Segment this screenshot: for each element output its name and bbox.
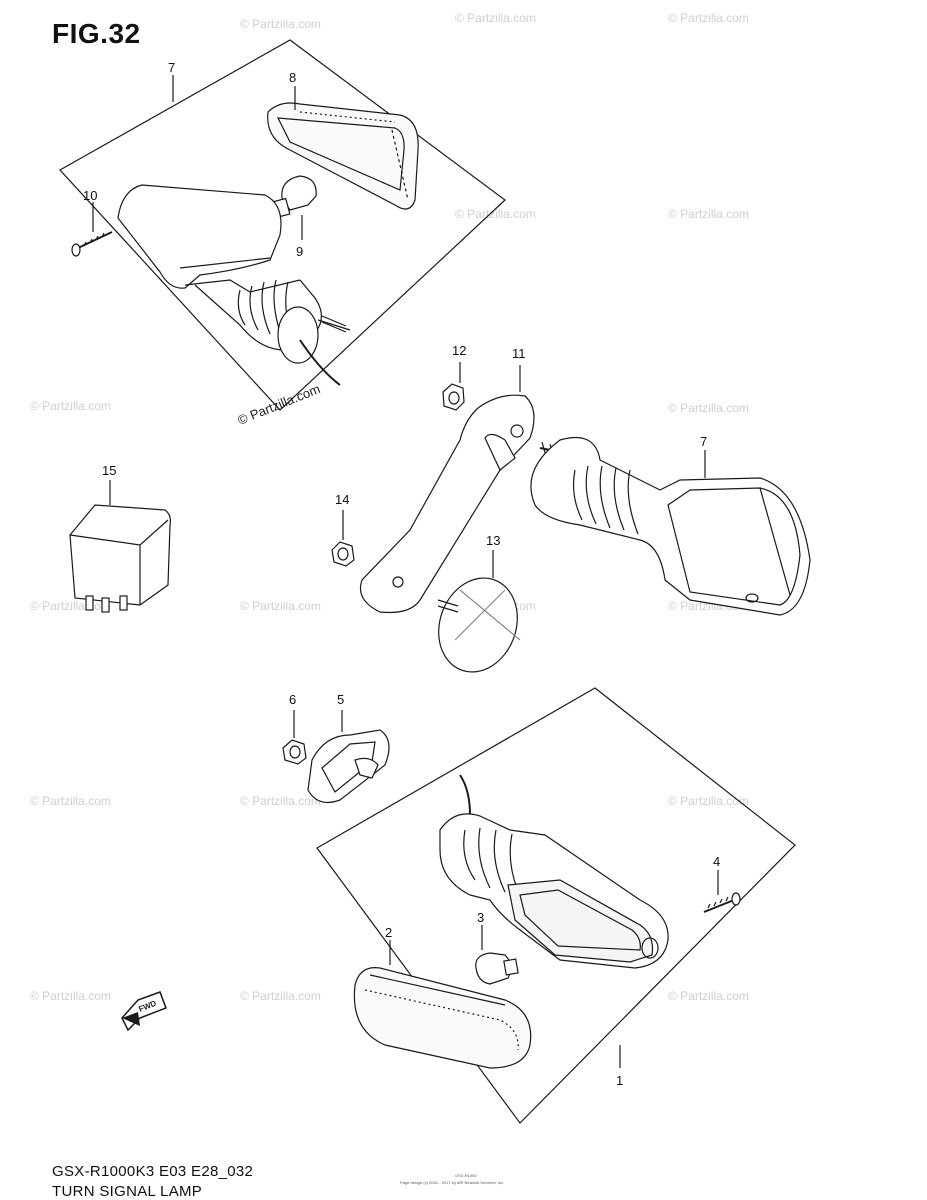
watermark-layer: © Partzilla.com © Partzilla.com © Partzi… <box>30 11 749 1003</box>
cap-13 <box>437 550 521 673</box>
watermark-text-dark: © Partzilla.com <box>236 381 323 428</box>
callout-11: 11 <box>512 346 526 361</box>
watermark-text: © Partzilla.com <box>30 989 111 1003</box>
watermark-text: © Partzilla.com <box>668 11 749 25</box>
callout-9: 9 <box>296 244 303 259</box>
callout-15: 15 <box>102 463 116 478</box>
lens-8 <box>267 102 419 210</box>
lamp-assembly-rear-right <box>530 436 811 616</box>
lamp-assembly-rear-left <box>59 39 506 411</box>
bracket-11 <box>359 365 535 614</box>
watermark-text: © Partzilla.com <box>668 401 749 415</box>
callout-7: 7 <box>168 60 175 75</box>
bulb-9 <box>271 175 317 219</box>
nut-12 <box>442 362 465 411</box>
callout-14: 14 <box>335 492 349 507</box>
watermark-text: © Partzilla.com <box>668 207 749 221</box>
callout-2: 2 <box>385 925 392 940</box>
callout-13: 13 <box>486 533 500 548</box>
watermark-text: © Partzilla.com <box>455 11 536 25</box>
lamp-assembly-front <box>316 687 796 1124</box>
small-print-copyright: Page design (c) 2001 - 2017 by ARI Netwo… <box>400 1180 505 1185</box>
watermark-text: © Partzilla.com <box>30 399 111 413</box>
bulb-3 <box>475 925 519 985</box>
watermark-text: © Partzilla.com <box>240 17 321 31</box>
callout-12: 12 <box>452 343 466 358</box>
callout-8: 8 <box>289 70 296 85</box>
lamp-housing <box>117 184 351 386</box>
gasket-nut-group <box>282 710 390 803</box>
callout-1: 1 <box>616 1073 623 1088</box>
nut-14 <box>331 510 355 567</box>
callout-3: 3 <box>477 910 484 925</box>
callout-6: 6 <box>289 692 296 707</box>
nut-6 <box>282 710 307 765</box>
assembly-outline-box <box>59 39 506 411</box>
figure-title: FIG.32 <box>52 18 141 49</box>
callout-labels: 7 8 10 9 12 11 7 15 14 13 6 5 4 3 2 1 <box>83 60 720 1088</box>
callout-4: 4 <box>713 854 720 869</box>
watermark-text: © Partzilla.com <box>30 794 111 808</box>
watermark-text: © Partzilla.com <box>240 599 321 613</box>
callout-10: 10 <box>83 188 97 203</box>
forward-arrow-icon: FWD <box>121 991 167 1032</box>
relay-15 <box>69 480 172 613</box>
callout-5: 5 <box>337 692 344 707</box>
screw-10 <box>71 231 113 257</box>
bracket-group <box>331 362 535 673</box>
lens-2 <box>353 940 532 1069</box>
model-code-caption: GSX-R1000K3 E03 E28_032 <box>52 1163 254 1180</box>
small-print-model: GSX-R1000 <box>455 1173 477 1178</box>
section-name-caption: TURN SIGNAL LAMP <box>52 1183 203 1200</box>
watermark-text: © Partzilla.com <box>240 794 321 808</box>
watermark-text: © Partzilla.com <box>240 989 321 1003</box>
watermark-text: © Partzilla.com <box>668 989 749 1003</box>
gasket-5 <box>307 710 390 803</box>
watermark-text: © Partzilla.com <box>668 794 749 808</box>
watermark-text: © Partzilla.com <box>455 207 536 221</box>
callout-7b: 7 <box>700 434 707 449</box>
screw-4 <box>703 870 741 913</box>
